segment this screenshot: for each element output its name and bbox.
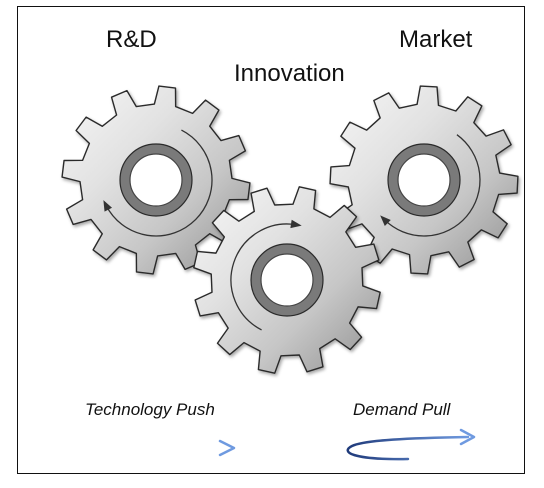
technology-push-label: Technology Push bbox=[85, 400, 215, 419]
rotation-arrowhead bbox=[290, 219, 302, 229]
rotation-arrowhead bbox=[103, 200, 113, 212]
right-arrow-icon bbox=[96, 439, 236, 457]
gear-hole bbox=[260, 253, 314, 307]
gear-icon bbox=[193, 186, 381, 374]
gear-hole bbox=[129, 153, 183, 207]
gear-hole bbox=[397, 153, 451, 207]
curved-return-arrow-icon bbox=[346, 428, 476, 461]
market-label: Market bbox=[399, 26, 473, 53]
innovation-label: Innovation bbox=[234, 60, 345, 87]
demand-pull-label: Demand Pull bbox=[353, 400, 451, 419]
rotation-arc bbox=[105, 129, 213, 237]
rotation-arc bbox=[230, 223, 296, 331]
rotation-arc bbox=[383, 134, 481, 237]
gear-icon bbox=[329, 85, 519, 275]
rd-label: R&D bbox=[106, 26, 157, 53]
rotation-arrowhead bbox=[380, 215, 391, 226]
gear-icon bbox=[61, 85, 251, 275]
